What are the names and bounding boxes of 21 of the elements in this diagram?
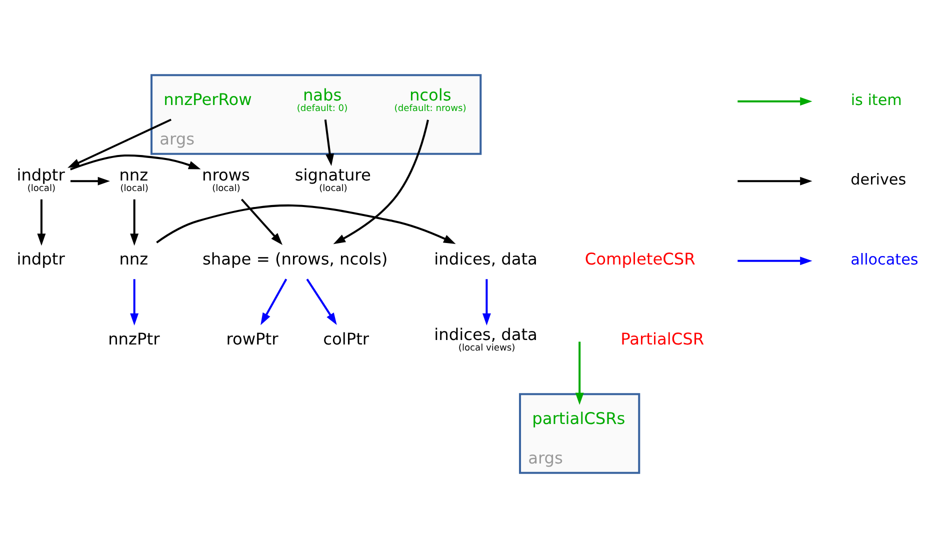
node-text: indptr: [16, 250, 65, 269]
label: PartialCSR: [620, 329, 704, 348]
node-text: signature (local): [294, 165, 371, 194]
label: CompleteCSR: [584, 250, 696, 269]
node-text: shape = (nrows, ncols): [202, 250, 388, 269]
node-text: nnz: [119, 250, 148, 269]
legend-label: derives: [850, 170, 906, 189]
node-text: nrows (local): [202, 165, 250, 194]
node-text: rowPtr: [226, 329, 278, 348]
node-text: indptr (local): [16, 165, 65, 194]
node-text: nnzPtr: [108, 329, 160, 348]
node-text: colPtr: [323, 329, 370, 348]
node-text: ncols (default: nrows): [394, 86, 466, 114]
legend-label: is item: [850, 90, 902, 109]
node-text: nnzPerRow: [164, 90, 252, 110]
node-text: nabs (default: 0): [296, 86, 348, 114]
node-text: indices, data (local views): [434, 324, 538, 354]
node-text: partialCSRs: [532, 409, 626, 428]
node-text: indices, data: [434, 250, 538, 269]
legend-label: allocates: [850, 250, 918, 268]
node-text: nnz (local): [119, 165, 148, 194]
